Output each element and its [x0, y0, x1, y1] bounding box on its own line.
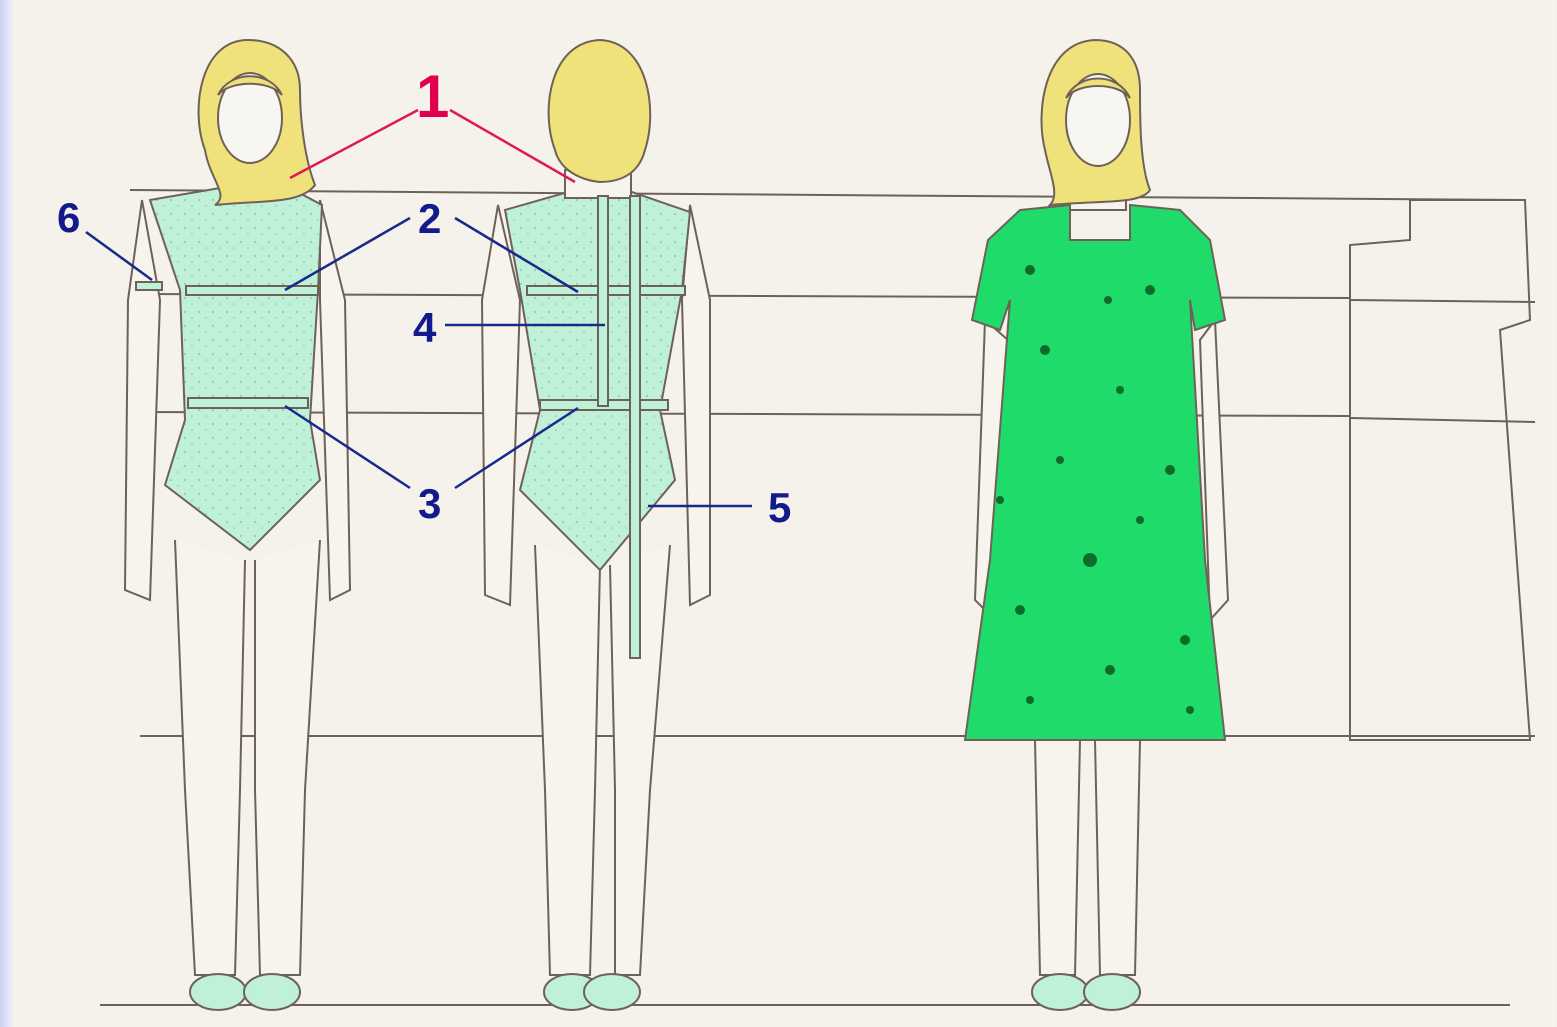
- label-1: 1: [416, 63, 449, 130]
- label-6: 6: [57, 194, 80, 241]
- leader-1-front: [290, 110, 418, 178]
- label-4: 4: [413, 304, 437, 351]
- back-figure: [482, 40, 710, 1010]
- label-2: 2: [418, 195, 441, 242]
- front-figure: [125, 40, 350, 1010]
- dress-figure: [965, 40, 1228, 1010]
- label-5: 5: [768, 484, 791, 531]
- label-3: 3: [418, 480, 441, 527]
